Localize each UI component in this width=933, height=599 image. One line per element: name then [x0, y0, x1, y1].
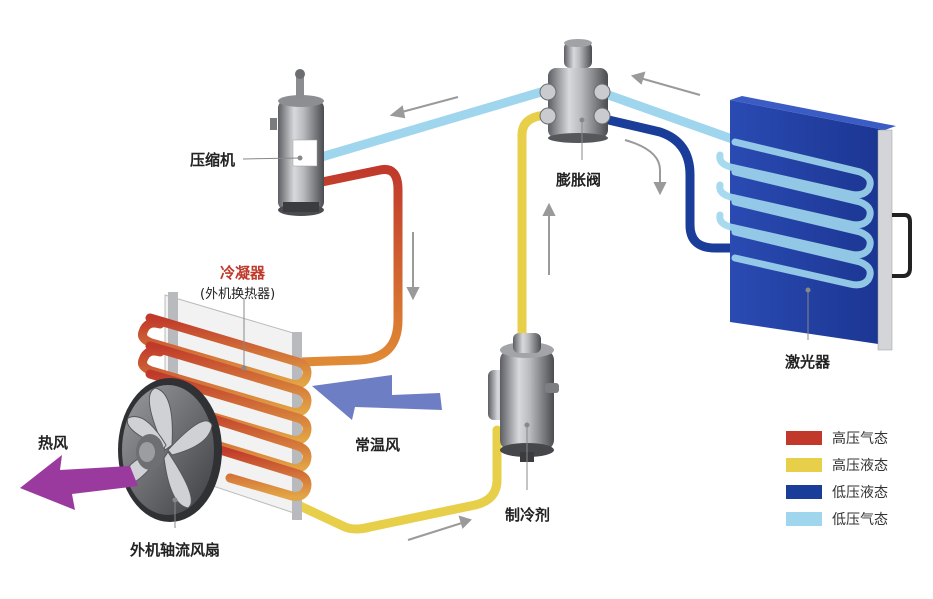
fan-label: 外机轴流风扇 [129, 541, 220, 559]
legend-label: 高压气态 [832, 430, 888, 447]
legend-item: 低压气态 [786, 512, 888, 528]
flow-arrow-right-bottom [407, 515, 472, 541]
flow-arrow-down-valve [624, 139, 667, 196]
ambient-air-label: 常温风 [355, 436, 400, 454]
flow-arrow-down-condenser [406, 232, 420, 301]
hot-air-arrow [20, 455, 138, 510]
axial-fan [118, 378, 222, 522]
laser-label: 激光器 [785, 353, 831, 371]
pipe-high-pressure-gas [295, 164, 403, 367]
compressor-label: 压缩机 [190, 151, 235, 169]
hot-air-label: 热风 [38, 434, 68, 452]
labels: 压缩机 膨胀阀 冷凝器 (外机换热器) 激光器 制冷剂 热风 常温风 外机轴流风… [38, 151, 831, 559]
flow-arrows [389, 71, 701, 541]
legend-item: 高压液态 [786, 457, 888, 474]
legend-label: 高压液态 [832, 457, 888, 474]
refrigerant-label: 制冷剂 [505, 506, 550, 524]
legend-item: 高压气态 [786, 430, 888, 447]
flow-arrow-left-valve [630, 71, 701, 96]
legend: 高压气态 高压液态 低压液态 低压气态 [786, 430, 888, 528]
expansion-valve [539, 39, 611, 143]
legend-label: 低压液态 [832, 485, 888, 501]
leader-lines [172, 117, 811, 528]
condenser-label: 冷凝器 [220, 264, 266, 282]
flow-arrow-up-liquid [542, 202, 556, 275]
pipe-high-pressure-liquid [293, 425, 502, 534]
flow-arrow-left-top [389, 96, 459, 119]
compressor [270, 69, 324, 216]
expansion-valve-label: 膨胀阀 [556, 171, 601, 189]
ambient-air-arrow [312, 375, 442, 420]
pipe-low-pressure-liquid [595, 113, 740, 253]
condenser-sub-label: (外机换热器) [200, 287, 275, 302]
legend-item: 低压液态 [786, 485, 888, 501]
legend-label: 低压气态 [832, 512, 888, 528]
legend-swatch [786, 431, 822, 445]
laser-coils [716, 138, 874, 289]
legend-swatch [786, 512, 822, 526]
pipe-high-pressure-liquid-up [517, 110, 553, 345]
pipes [293, 85, 740, 534]
condenser-coils [138, 313, 312, 501]
laser-device [716, 96, 912, 351]
legend-swatch [786, 485, 822, 499]
pipe-low-pressure-gas-compressor [313, 85, 553, 163]
pipe-low-pressure-gas-laser [595, 87, 740, 145]
legend-swatch [786, 458, 822, 472]
